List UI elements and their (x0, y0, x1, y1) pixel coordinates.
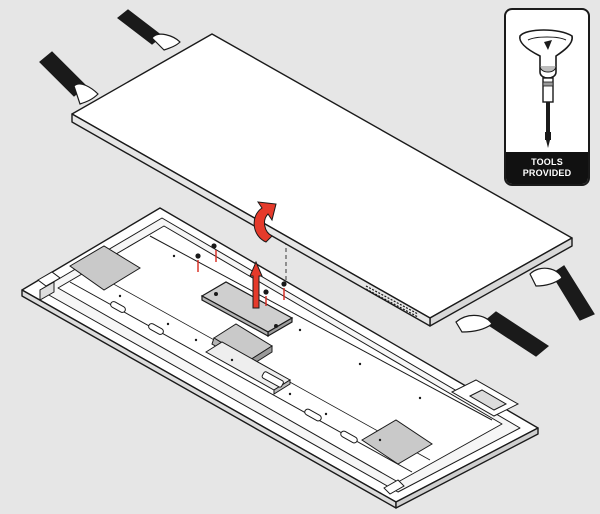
hand-icon-top-left-upper (117, 9, 181, 51)
base-corner-bracket-left (37, 271, 61, 301)
base-pad-left (69, 245, 141, 291)
desk-top-panel (71, 33, 573, 327)
screw-icon (211, 243, 217, 262)
screw-icons (195, 243, 287, 306)
base-slots (110, 301, 358, 444)
cover-plate (200, 281, 294, 338)
base-screw-holes (118, 254, 422, 442)
base-corner-bracket-bottom (383, 479, 405, 495)
base-pad-right (361, 419, 433, 465)
flip-arrow-icon (253, 201, 277, 243)
panel-vent (365, 285, 419, 318)
screw-icon (263, 289, 269, 306)
hand-icon-right-lower (455, 311, 550, 357)
screw-icon (195, 253, 201, 272)
hand-icon-top-left-lower (39, 51, 99, 105)
screwdriver-icon (519, 29, 573, 148)
base-corner-bracket-right (450, 379, 520, 417)
hand-icon-right-upper (529, 265, 595, 321)
tools-provided-panel: TOOLS PROVIDED (504, 8, 590, 186)
tools-provided-label: TOOLS PROVIDED (506, 152, 588, 184)
lift-arrow-icon (249, 260, 263, 309)
screw-icon (281, 281, 287, 300)
